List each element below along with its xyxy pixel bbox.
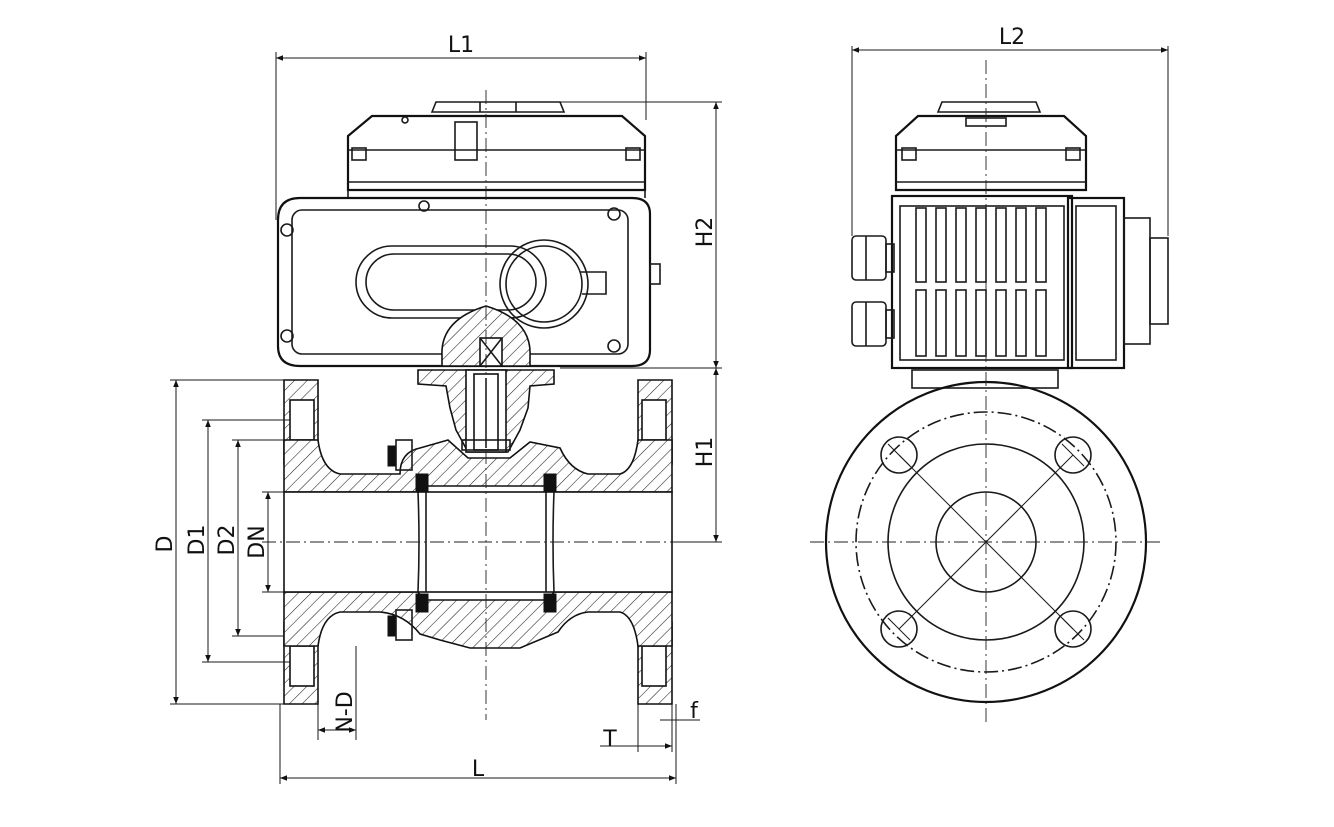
side-actuator	[851, 101, 1169, 389]
dim-f-label: f	[690, 699, 699, 724]
bolt-holes	[880, 436, 1092, 648]
dim-h2-label: H2	[693, 217, 718, 248]
dim-d2-label: D2	[215, 525, 240, 556]
dim-l2-label: L2	[999, 25, 1025, 50]
dim-d1-label: D1	[185, 525, 210, 556]
dim-t-label: T	[602, 727, 617, 752]
front-valve-body	[283, 379, 673, 705]
dim-l1-label: L1	[448, 33, 474, 58]
dim-l-label: L	[472, 757, 485, 782]
cooling-fins	[915, 207, 1047, 357]
dim-nd-label: N-D	[333, 691, 358, 732]
dim-dn-label: DN	[245, 525, 270, 558]
dim-d-label: D	[153, 536, 178, 553]
dim-h1-label: H1	[693, 437, 718, 468]
dimension-lines	[170, 46, 1169, 784]
